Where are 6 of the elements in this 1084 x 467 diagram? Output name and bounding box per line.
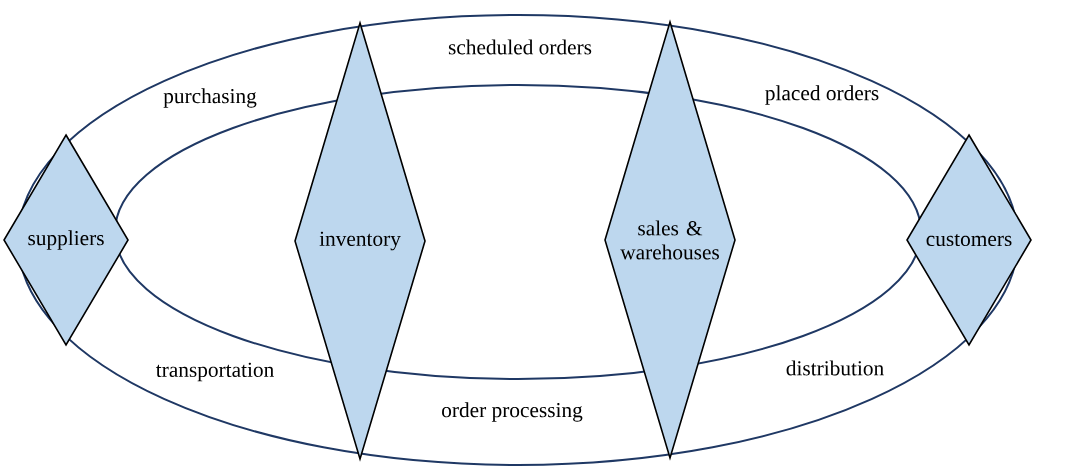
- flow-label: order processing: [442, 402, 583, 422]
- flow-label: placed orders: [765, 85, 879, 105]
- flow-label: scheduled orders: [448, 39, 592, 55]
- flow-label: purchasing: [163, 88, 257, 108]
- flow-label: distribution: [786, 360, 884, 376]
- flow-label: transportation: [156, 362, 274, 382]
